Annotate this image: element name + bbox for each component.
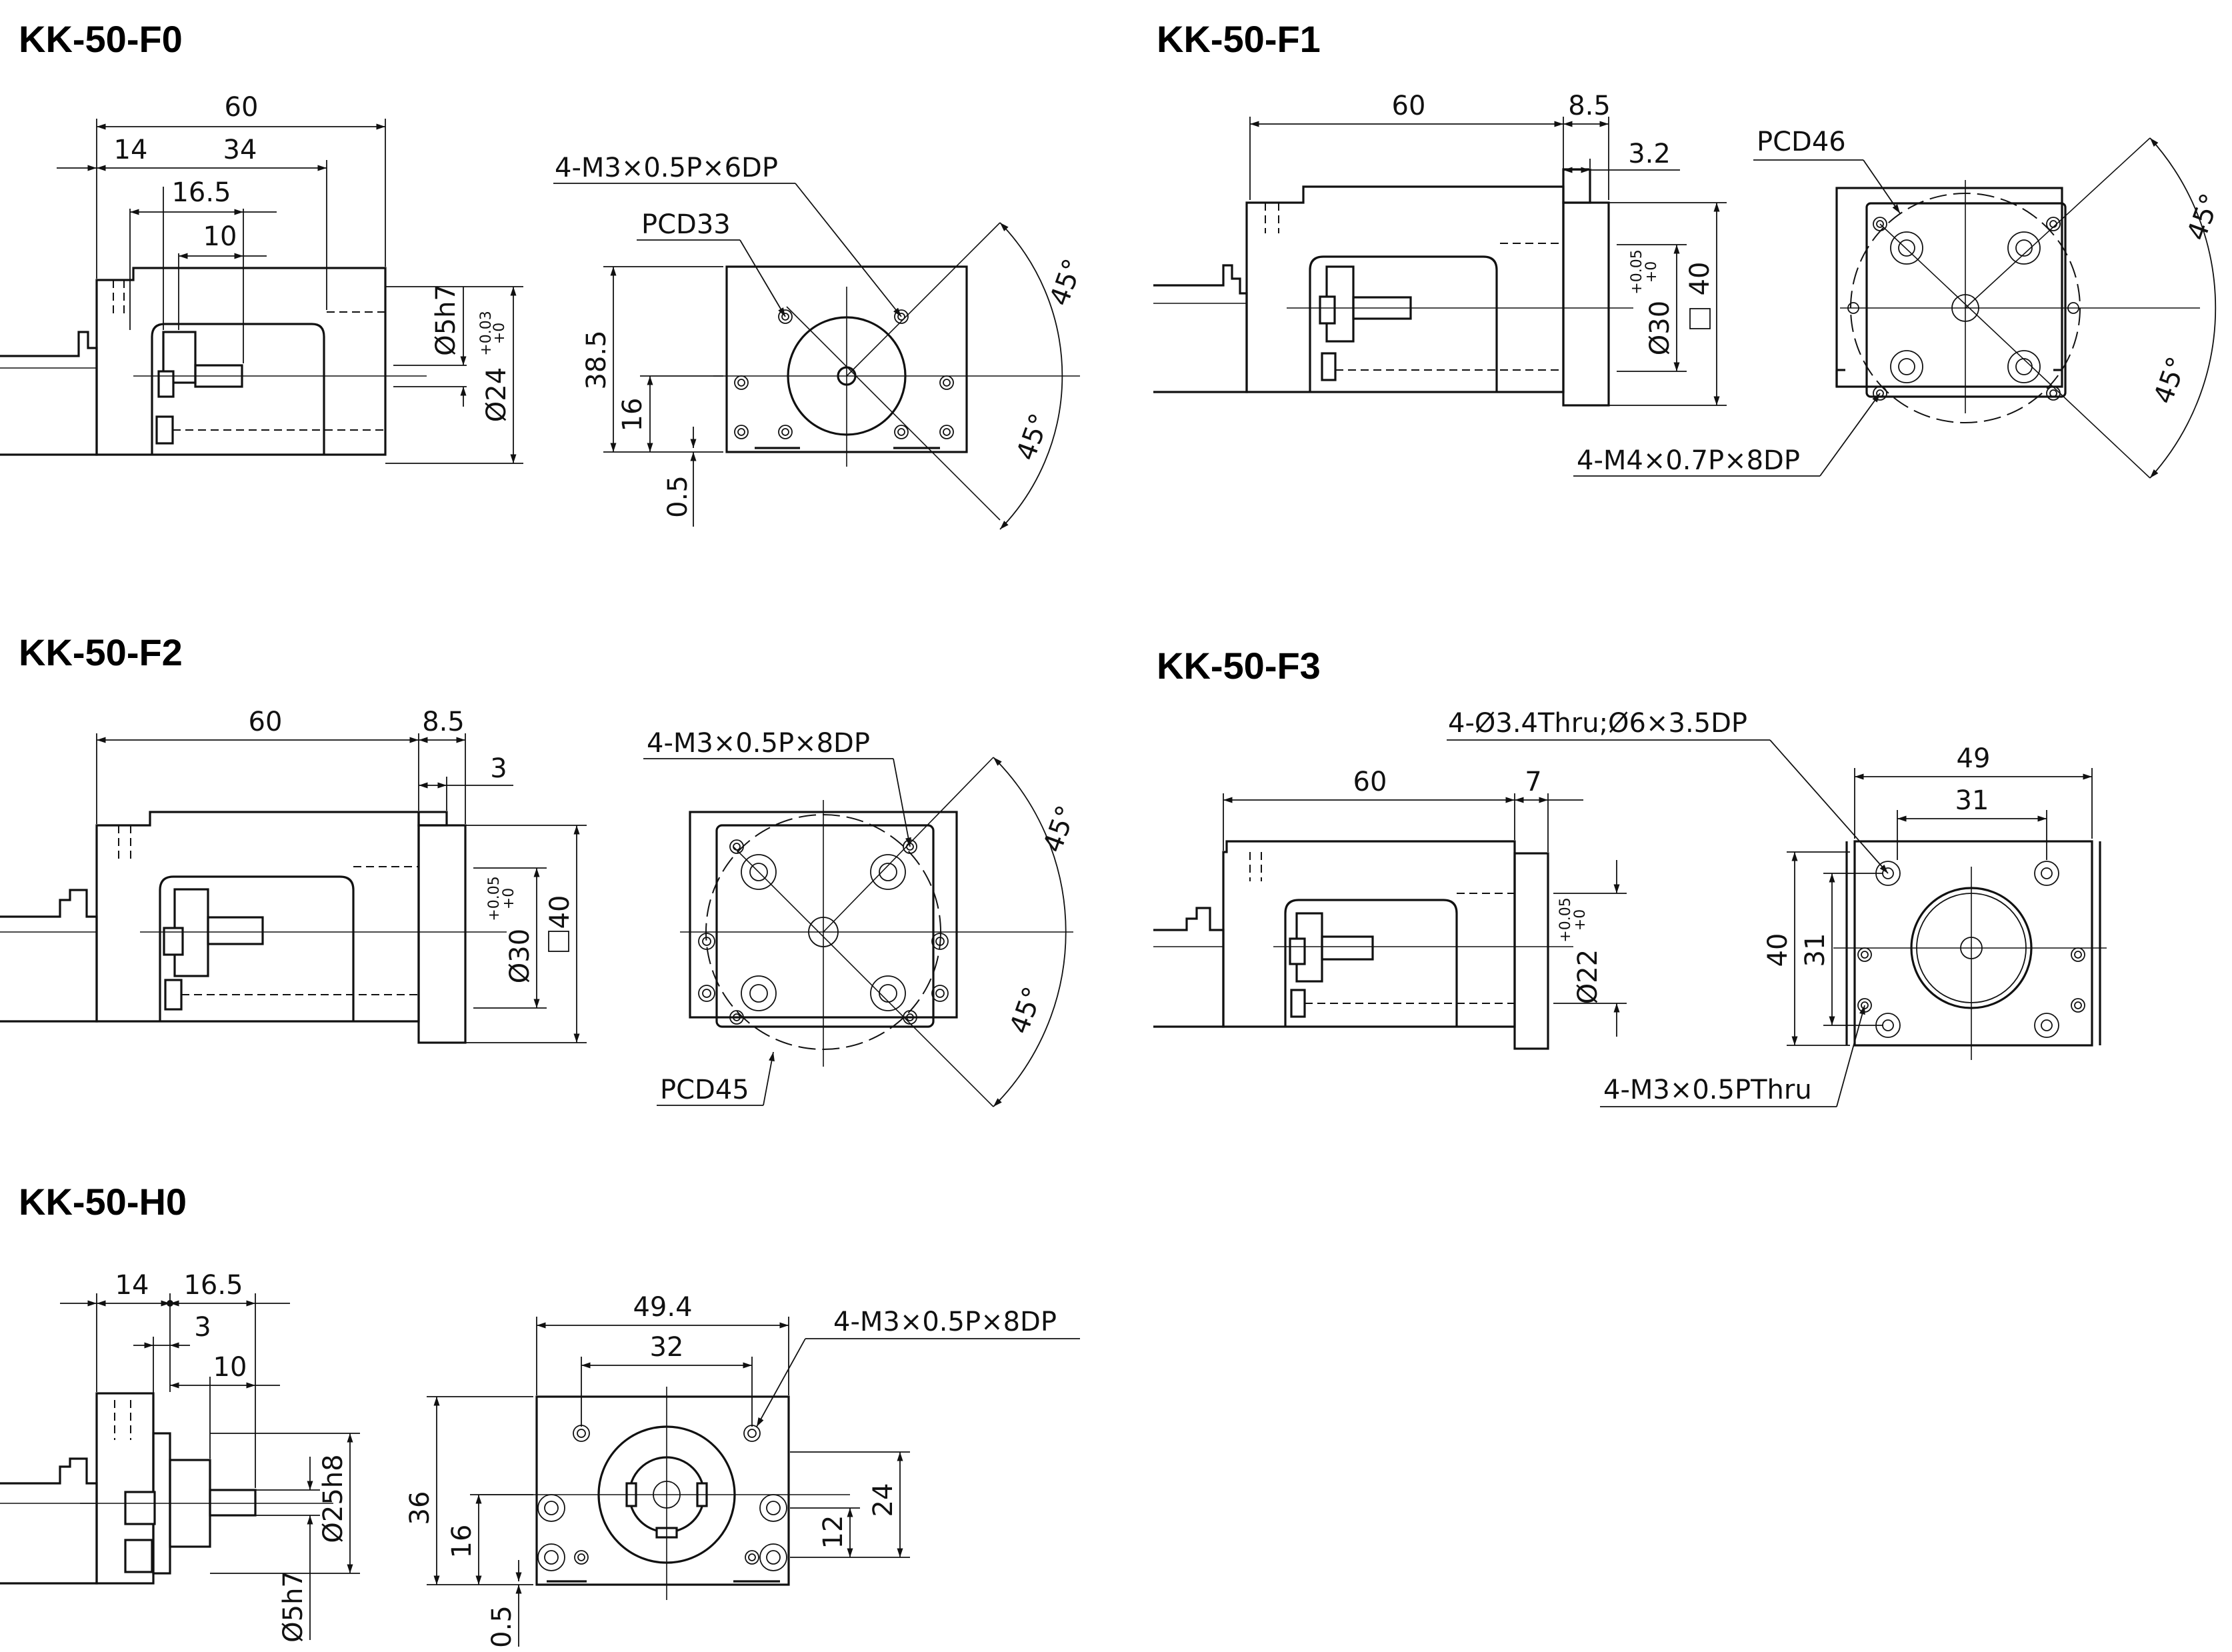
f2-dim-8-5: 8.5 (422, 707, 465, 737)
f2-callout-pcd: PCD45 (660, 1075, 749, 1105)
f1-dim-60: 60 (1392, 91, 1426, 121)
f3-end-view: 49 31 40 31 4-Ø3.4Thru;Ø6×3.5DP 4-M3×0.5… (1447, 708, 2107, 1107)
f2-callout-holes: 4-M3×0.5P×8DP (647, 728, 870, 759)
f2-end-view: 45° 45° 4-M3×0.5P×8DP PCD45 (643, 728, 1083, 1107)
h0-dim-3: 3 (194, 1312, 211, 1343)
h0-dim-32: 32 (650, 1332, 684, 1363)
f2-square-symbol (548, 931, 569, 952)
f1-dim-pilot: Ø30 (1645, 301, 1675, 355)
f1-pilot-tol-upper: +0.05 (1629, 249, 1645, 294)
f0-angle-lower: 45° (1011, 409, 1055, 464)
view-kk-50-f2: KK-50-F2 60 8.5 (0, 631, 1083, 1107)
f0-pilot-tol-upper: +0.03 (478, 311, 495, 355)
h0-dim-pilot: Ø25h8 (318, 1454, 349, 1543)
view-kk-50-f0: KK-50-F0 60 (0, 18, 1089, 530)
f0-dim-16: 16 (617, 398, 648, 432)
f0-angle-upper: 45° (1044, 255, 1089, 309)
h0-dim-0-5: 0.5 (487, 1605, 517, 1648)
view-kk-50-h0: KK-50-H0 14 16.5 (0, 1181, 1080, 1648)
f1-callout-pcd: PCD46 (1757, 127, 1846, 157)
h0-dim-36: 36 (405, 1491, 435, 1525)
f3-callout-holes: 4-M3×0.5PThru (1603, 1075, 1812, 1105)
h0-side-view: 14 16.5 3 10 Ø25h8 Ø5h7 (0, 1270, 360, 1643)
f1-callout-holes: 4-M4×0.7P×8DP (1577, 445, 1800, 476)
h0-dim-12: 12 (818, 1515, 849, 1549)
f0-end-view: 45° 45° 4-M3×0.5P×6DP PCD33 38.5 16 0.5 (553, 153, 1089, 530)
f3-dim-49: 49 (1957, 743, 1991, 774)
f0-dim-34: 34 (223, 135, 257, 165)
f2-dim-pilot: Ø30 (505, 929, 535, 983)
f0-side-view: 60 14 34 16.5 10 Ø5h7 Ø24 +0.03 +0 (0, 92, 523, 464)
f1-pilot-tol-lower: +0 (1643, 261, 1660, 283)
f0-callout-pcd: PCD33 (641, 209, 731, 240)
f2-pilot-tol-upper: +0.05 (486, 876, 503, 921)
f1-side-view: 60 8.5 3.2 Ø30 +0.05 +0 40 (1153, 91, 1727, 407)
f3-dim-pilot: Ø22 (1573, 949, 1603, 1004)
f1-angle-upper: 45° (2181, 189, 2226, 244)
f0-dim-38-5: 38.5 (581, 330, 612, 389)
f3-dim-31-v: 31 (1800, 933, 1831, 967)
view-kk-50-f3: KK-50-F3 60 7 (1153, 645, 2107, 1107)
f3-pilot-tol-upper: +0.05 (1557, 897, 1574, 942)
f3-callout-thru: 4-Ø3.4Thru;Ø6×3.5DP (1448, 708, 1747, 739)
h0-dim-shaft: Ø5h7 (278, 1571, 309, 1643)
f1-end-view: 45° 45° PCD46 4-M4×0.7P×8DP (1573, 127, 2227, 479)
f0-dim-16-5: 16.5 (171, 177, 231, 208)
f3-pilot-tol-lower: +0 (1572, 909, 1589, 931)
f0-callout-holes: 4-M3×0.5P×6DP (555, 153, 778, 183)
h0-dim-49-4: 49.4 (633, 1292, 692, 1323)
f3-dim-40: 40 (1763, 933, 1793, 967)
f3-dim-60: 60 (1353, 767, 1387, 797)
title-kk-50-f0: KK-50-F0 (19, 18, 183, 60)
f1-dim-sq40: 40 (1685, 262, 1715, 296)
h0-callout-holes: 4-M3×0.5P×8DP (833, 1307, 1057, 1337)
title-kk-50-h0: KK-50-H0 (19, 1181, 187, 1223)
h0-dim-10: 10 (213, 1352, 247, 1383)
f3-dim-31-h: 31 (1955, 785, 1989, 816)
f1-dim-3-2: 3.2 (1628, 139, 1671, 169)
h0-dim-16: 16 (447, 1525, 477, 1559)
view-kk-50-f1: KK-50-F1 60 8.5 (1153, 18, 2227, 479)
h0-dim-16-5: 16.5 (183, 1270, 243, 1301)
f2-dim-60: 60 (249, 707, 283, 737)
h0-dim-24: 24 (868, 1483, 899, 1517)
f2-dim-3: 3 (490, 753, 507, 784)
f2-angle-upper: 45° (1037, 801, 1082, 856)
h0-end-view: 49.4 32 4-M3×0.5P×8DP 36 16 0.5 24 (405, 1292, 1080, 1648)
f0-dim-pilot: Ø24 (481, 367, 512, 422)
title-kk-50-f1: KK-50-F1 (1157, 18, 1321, 60)
title-kk-50-f2: KK-50-F2 (19, 631, 183, 673)
f1-dim-8-5: 8.5 (1568, 91, 1611, 121)
f0-dim-10: 10 (203, 221, 237, 252)
h0-dim-14: 14 (115, 1270, 149, 1301)
f1-angle-lower: 45° (2148, 353, 2193, 407)
f2-side-view: 60 8.5 3 Ø30 +0.05 +0 40 (0, 707, 587, 1044)
f2-pilot-tol-lower: +0 (501, 888, 517, 909)
f2-angle-lower: 45° (1004, 983, 1049, 1037)
f1-square-symbol (1689, 308, 1711, 329)
title-kk-50-f3: KK-50-F3 (1157, 645, 1321, 687)
f0-dim-60: 60 (225, 92, 259, 123)
f0-pilot-tol-lower: +0 (491, 323, 508, 344)
f3-side-view: 60 7 Ø22 +0.05 +0 (1153, 767, 1627, 1050)
f0-dim-0-5: 0.5 (663, 475, 693, 518)
f0-dim-shaft: Ø5h7 (431, 284, 461, 356)
f2-dim-sq40: 40 (545, 895, 575, 929)
f3-dim-7: 7 (1525, 767, 1541, 797)
f0-dim-14: 14 (114, 135, 148, 165)
h0-dim-datum-dot (167, 1300, 173, 1307)
